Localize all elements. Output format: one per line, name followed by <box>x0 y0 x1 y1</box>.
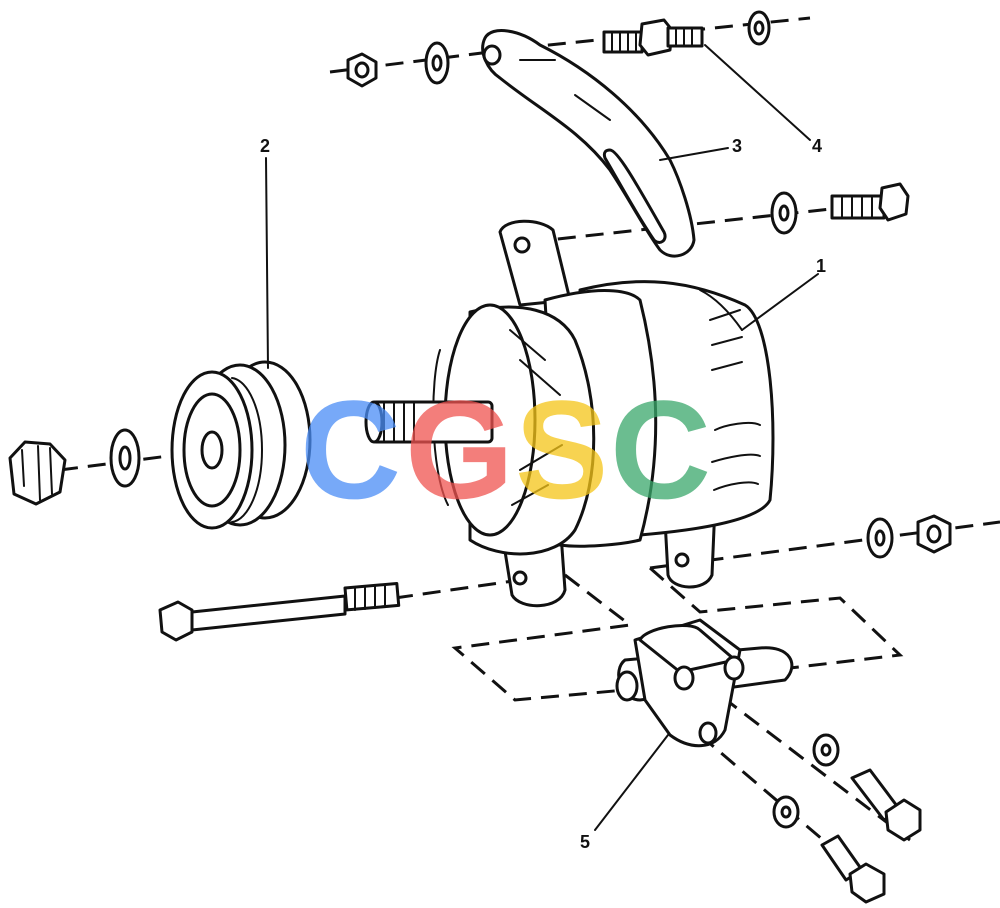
top-washer <box>424 41 450 85</box>
callout-3: 3 <box>732 136 742 156</box>
double-end-stud <box>602 18 704 57</box>
lower-right-nut <box>916 514 952 554</box>
callout-1: 1 <box>816 256 826 276</box>
alternator-shaft <box>364 400 494 444</box>
leader-lines <box>265 44 819 831</box>
pivot-bolt <box>158 581 401 642</box>
lower-right-washer <box>866 517 894 559</box>
mounting-bracket <box>615 618 794 748</box>
drive-pulley <box>170 360 312 530</box>
watermark-letter-c2: C <box>610 371 711 528</box>
pulley-nut <box>8 440 67 506</box>
watermark-letter-g: G <box>405 371 514 528</box>
top-nut <box>346 52 378 88</box>
callout-4: 4 <box>812 136 822 156</box>
watermark-letter-c1: C <box>300 371 401 528</box>
adjusting-bracket <box>481 29 696 258</box>
upper-bolt <box>830 182 910 222</box>
callout-5: 5 <box>580 832 590 852</box>
upper-washer <box>770 191 798 235</box>
bracket-bolt-upper <box>850 768 922 842</box>
top-right-washer <box>747 10 771 46</box>
bracket-washer-upper <box>812 733 840 767</box>
cgsc-watermark: C G S C <box>300 371 711 528</box>
callout-2: 2 <box>260 136 270 156</box>
bracket-bolt-lower <box>820 834 886 904</box>
bracket-washer-lower <box>772 795 800 829</box>
pulley-washer <box>109 428 141 488</box>
watermark-letter-s: S <box>515 371 608 528</box>
